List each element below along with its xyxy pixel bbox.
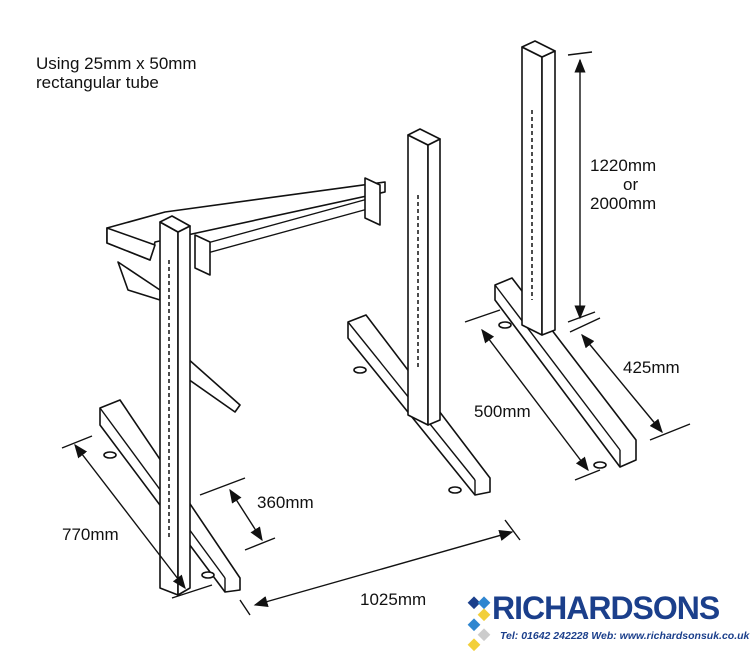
shelf bbox=[106, 177, 386, 276]
depth-label: 770mm bbox=[62, 525, 119, 544]
logo-mark bbox=[467, 596, 491, 652]
base-length-label: 425mm bbox=[623, 358, 680, 377]
note-line-1: Using 25mm x 50mm bbox=[36, 54, 197, 73]
arm-bracket-upper bbox=[117, 261, 161, 301]
left-upright bbox=[159, 215, 191, 596]
width-label: 1025mm bbox=[360, 590, 427, 609]
arm-length-label: 360mm bbox=[257, 493, 314, 512]
logo-name: RICHARDSONS bbox=[492, 590, 720, 626]
dimension-lines bbox=[61, 51, 691, 616]
logo-contact: Tel: 01642 242228 Web: www.richardsonsuk… bbox=[500, 630, 750, 642]
middle-rack bbox=[347, 128, 491, 496]
base-total-label: 500mm bbox=[474, 402, 531, 421]
note-line-2: rectangular tube bbox=[36, 73, 159, 92]
height-label-b: 2000mm bbox=[590, 194, 657, 213]
height-label-or: or bbox=[623, 175, 639, 194]
height-label-a: 1220mm bbox=[590, 156, 657, 175]
